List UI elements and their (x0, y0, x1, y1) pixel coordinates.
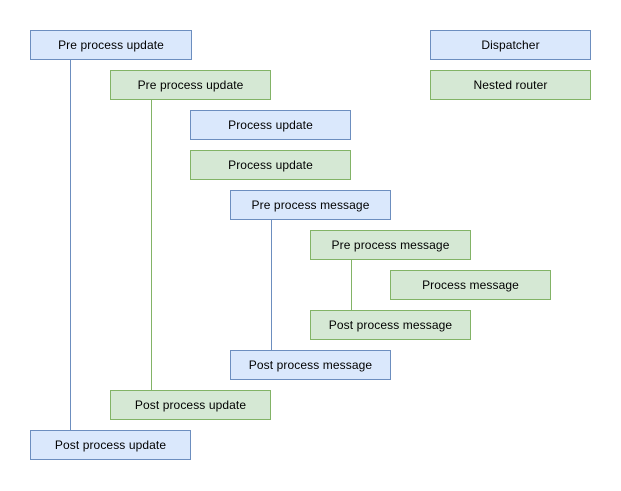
flow-node-label: Process message (422, 277, 519, 292)
flow-node-label: Process update (228, 157, 313, 172)
connector-edge (351, 260, 352, 310)
flow-node-label: Pre process update (58, 37, 164, 52)
flow-node[interactable]: Process message (390, 270, 551, 300)
flow-node[interactable]: Process update (190, 110, 351, 140)
flow-node-label: Post process update (134, 397, 247, 412)
legend-item-label: Nested router (473, 77, 548, 92)
flow-node[interactable]: Pre process update (30, 30, 192, 60)
flow-node-label: Post process message (248, 357, 373, 372)
flow-node[interactable]: Pre process message (230, 190, 391, 220)
legend-item-label: Dispatcher (481, 37, 540, 52)
connector-edge (151, 100, 152, 390)
connector-edge (70, 60, 71, 430)
flow-node[interactable]: Process update (190, 150, 351, 180)
flow-node[interactable]: Post process update (30, 430, 191, 460)
legend-item-dispatcher[interactable]: Dispatcher (430, 30, 591, 60)
flow-node[interactable]: Post process update (110, 390, 271, 420)
flow-node[interactable]: Pre process update (110, 70, 271, 100)
legend-item-nested-router[interactable]: Nested router (430, 70, 591, 100)
flow-node[interactable]: Post process message (310, 310, 471, 340)
flow-node-label: Post process message (328, 317, 453, 332)
flow-node-label: Post process update (54, 437, 167, 452)
flow-node-label: Process update (228, 117, 313, 132)
flow-node-label: Pre process update (137, 77, 244, 92)
connector-edge (271, 220, 272, 350)
flow-node[interactable]: Pre process message (310, 230, 471, 260)
flow-node-label: Pre process message (251, 197, 370, 212)
flow-node-label: Pre process message (331, 237, 450, 252)
flow-node[interactable]: Post process message (230, 350, 391, 380)
